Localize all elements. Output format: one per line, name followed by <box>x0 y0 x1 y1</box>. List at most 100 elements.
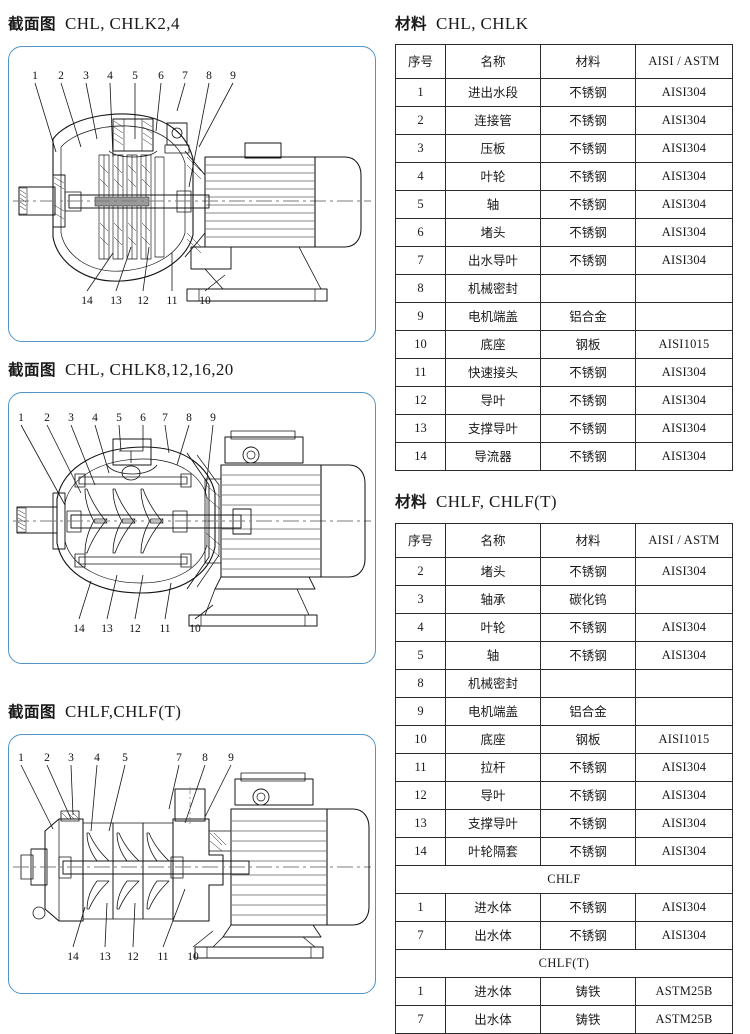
figure2-label-3: 3 <box>68 412 74 424</box>
cell-name: 快速接头 <box>445 358 541 387</box>
cross-section-drawing-chl-chlk-8-20: 1 2 3 4 5 6 7 8 9 14 13 12 11 10 <box>13 412 371 635</box>
figure3-label-9: 9 <box>228 752 234 764</box>
figure1-label-6: 6 <box>158 70 164 82</box>
cell-std: AISI304 <box>635 641 733 670</box>
cell-name: 导流器 <box>445 442 541 471</box>
figure1-label-12: 12 <box>137 295 149 307</box>
cell-name: 机械密封 <box>445 274 541 303</box>
cell-std: AISI304 <box>635 386 733 415</box>
figure3-label-1: 1 <box>18 752 24 764</box>
cell-name: 支撑导叶 <box>445 414 541 443</box>
cross-section-drawing-chl-chlk-2-4: 1 2 3 4 5 6 7 8 9 14 13 12 11 10 <box>13 70 371 307</box>
figure1-label-10: 10 <box>199 295 211 307</box>
figure1-label-2: 2 <box>58 70 64 82</box>
group-label: CHLF(T) <box>395 949 733 978</box>
cell-material: 不锈钢 <box>540 78 636 107</box>
cell-material <box>540 669 636 698</box>
cell-material: 不锈钢 <box>540 557 636 586</box>
cell-material: 不锈钢 <box>540 218 636 247</box>
cross-section-drawing-chlf: 1 2 3 4 5 7 8 9 14 13 12 11 10 <box>13 752 371 963</box>
figure2-label-5: 5 <box>116 412 122 424</box>
cell-no: 5 <box>395 641 446 670</box>
figure3-label-5: 5 <box>122 752 128 764</box>
cell-name: 叶轮隔套 <box>445 837 541 866</box>
cell-material: 不锈钢 <box>540 613 636 642</box>
column-header-material: 材料 <box>540 44 636 79</box>
cell-std <box>635 302 733 331</box>
cell-no: 7 <box>395 921 446 950</box>
cell-name: 电机端盖 <box>445 697 541 726</box>
figure2-label-14: 14 <box>73 623 85 635</box>
column-header-name: 名称 <box>445 44 541 79</box>
table-header-row: 序号 名称 材料 AISI / ASTM <box>395 523 733 558</box>
figure2-label-12: 12 <box>129 623 141 635</box>
cell-material: 铝合金 <box>540 697 636 726</box>
cell-name: 导叶 <box>445 781 541 810</box>
figure2-label-6: 6 <box>140 412 146 424</box>
cell-std <box>635 669 733 698</box>
figure-heading-chlf: 截面图 CHLF,CHLF(T) <box>8 702 181 722</box>
cell-no: 14 <box>395 837 446 866</box>
cell-material: 不锈钢 <box>540 134 636 163</box>
cell-no: 14 <box>395 442 446 471</box>
cell-no: 7 <box>395 246 446 275</box>
cell-no: 1 <box>395 78 446 107</box>
figure2-label-9: 9 <box>210 412 216 424</box>
cell-no: 3 <box>395 585 446 614</box>
cell-no: 11 <box>395 753 446 782</box>
cell-material <box>540 274 636 303</box>
figure3-label-13: 13 <box>99 951 111 963</box>
cell-material: 不锈钢 <box>540 106 636 135</box>
cell-no: 12 <box>395 386 446 415</box>
column-header-std: AISI / ASTM <box>635 44 733 79</box>
cell-name: 拉杆 <box>445 753 541 782</box>
cell-std: AISI304 <box>635 190 733 219</box>
cell-no: 9 <box>395 697 446 726</box>
figure3-label-7: 7 <box>176 752 182 764</box>
cell-material: 不锈钢 <box>540 809 636 838</box>
group-label: CHLF <box>395 865 733 894</box>
cell-no: 7 <box>395 1005 446 1034</box>
cell-std: AISI304 <box>635 837 733 866</box>
figure2-label-13: 13 <box>101 623 113 635</box>
cell-std: AISI304 <box>635 921 733 950</box>
cell-no: 5 <box>395 190 446 219</box>
figure1-label-13: 13 <box>110 295 122 307</box>
cell-material: 不锈钢 <box>540 921 636 950</box>
cell-name: 出水导叶 <box>445 246 541 275</box>
figure-heading-en: CHL, CHLK8,12,16,20 <box>65 360 234 379</box>
cell-name: 进水体 <box>445 977 541 1006</box>
cell-name: 堵头 <box>445 557 541 586</box>
table-heading-material-chlf: 材料 CHLF, CHLF(T) <box>395 492 557 512</box>
cell-std: AISI304 <box>635 78 733 107</box>
cell-material: 不锈钢 <box>540 246 636 275</box>
cell-std <box>635 697 733 726</box>
cell-material: 不锈钢 <box>540 781 636 810</box>
cell-no: 3 <box>395 134 446 163</box>
cell-no: 2 <box>395 557 446 586</box>
figure2-label-2: 2 <box>44 412 50 424</box>
cell-material: 钢板 <box>540 725 636 754</box>
left-column: 截面图 CHL, CHLK2,4 <box>0 0 385 1003</box>
table-heading-cn: 材料 <box>395 15 428 33</box>
cell-no: 10 <box>395 330 446 359</box>
cell-std: ASTM25B <box>635 1005 733 1034</box>
figure1-label-8: 8 <box>206 70 212 82</box>
figure-box-chl-chlk-8-20: 1 2 3 4 5 6 7 8 9 14 13 12 11 10 <box>8 392 376 664</box>
cell-std: AISI304 <box>635 753 733 782</box>
figure1-label-5: 5 <box>132 70 138 82</box>
table-heading-material-chl-chlk: 材料 CHL, CHLK <box>395 14 528 34</box>
figure1-label-1: 1 <box>32 70 38 82</box>
